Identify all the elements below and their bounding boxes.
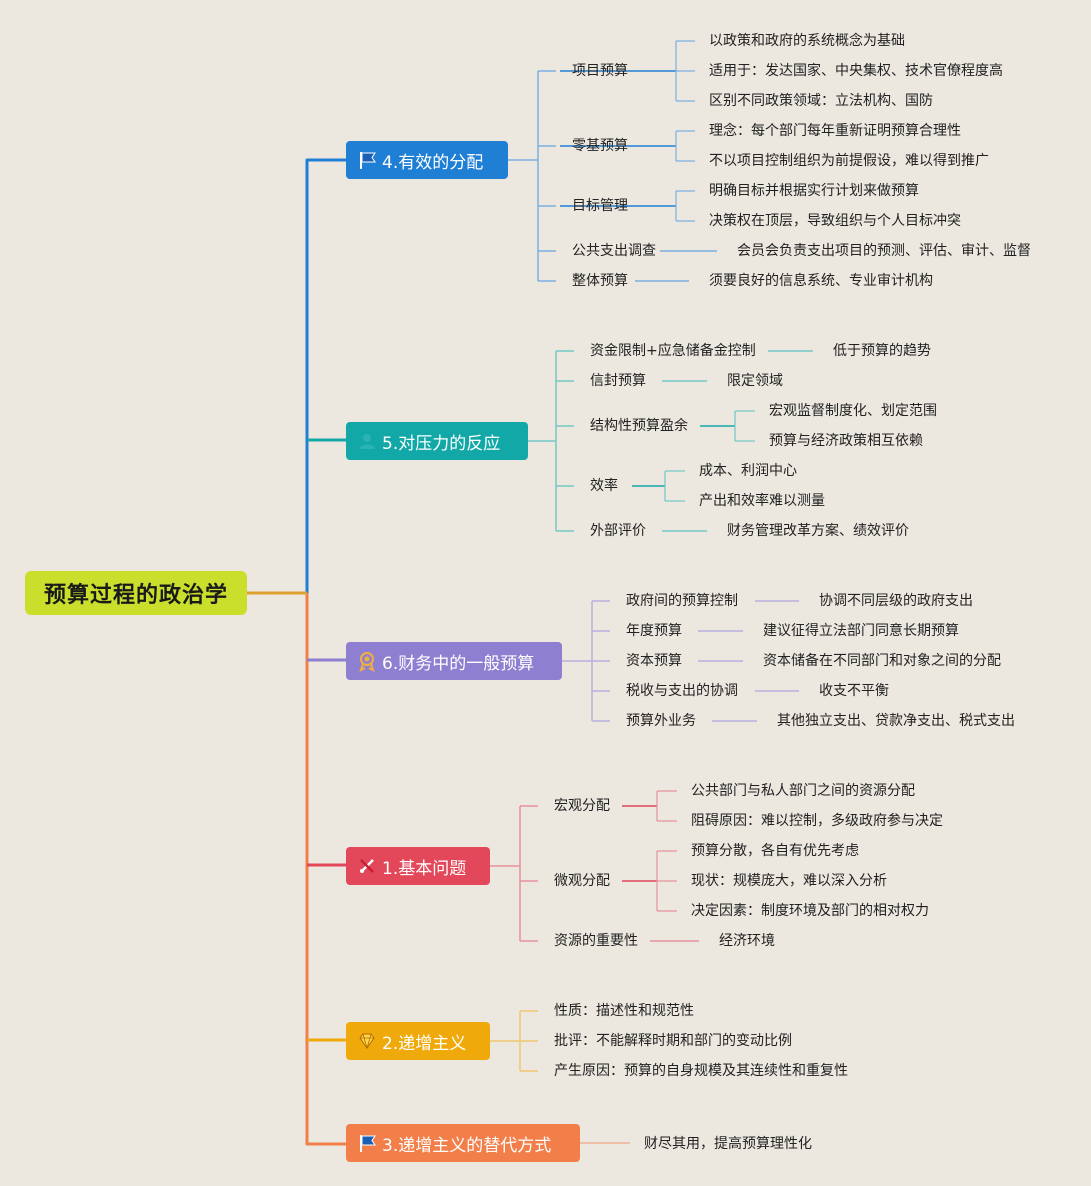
leaf-topic[interactable]: 预算与经济政策相互依赖 (769, 433, 923, 449)
child-topic[interactable]: 预算外业务 (626, 713, 696, 729)
leaf-topic[interactable]: 理念：每个部门每年重新证明预算合理性 (709, 123, 961, 139)
child-topic[interactable]: 信封预算 (590, 373, 646, 389)
leaf-topic[interactable]: 现状：规模庞大，难以深入分析 (691, 873, 887, 889)
child-topic[interactable]: 微观分配 (554, 873, 610, 889)
child-topic[interactable]: 产生原因：预算的自身规模及其连续性和重复性 (554, 1063, 848, 1079)
child-topic[interactable]: 公共支出调查 (572, 243, 656, 259)
leaf-topic[interactable]: 须要良好的信息系统、专业审计机构 (709, 273, 933, 289)
child-topic[interactable]: 资金限制+应急储备金控制 (590, 343, 756, 359)
leaf-topic[interactable]: 以政策和政府的系统概念为基础 (709, 33, 905, 49)
leaf-topic[interactable]: 会员会负责支出项目的预测、评估、审计、监督 (737, 243, 1031, 259)
diamond-icon (356, 1030, 378, 1052)
child-topic[interactable]: 年度预算 (626, 623, 682, 639)
child-topic[interactable]: 效率 (590, 478, 618, 494)
flag-icon (356, 1132, 378, 1154)
leaf-topic[interactable]: 成本、利润中心 (699, 463, 797, 479)
leaf-topic[interactable]: 收支不平衡 (819, 683, 889, 699)
leaf-topic[interactable]: 决策权在顶层，导致组织与个人目标冲突 (709, 213, 961, 229)
branch-b6[interactable]: 6.财务中的一般预算 (346, 642, 562, 680)
child-topic[interactable]: 零基预算 (572, 138, 628, 154)
leaf-topic[interactable]: 决定因素：制度环境及部门的相对权力 (691, 903, 929, 919)
leaf-topic[interactable]: 限定领域 (727, 373, 783, 389)
child-topic[interactable]: 目标管理 (572, 198, 628, 214)
leaf-topic[interactable]: 低于预算的趋势 (833, 343, 931, 359)
branch-label: 2.递增主义 (382, 1033, 467, 1054)
child-topic[interactable]: 结构性预算盈余 (590, 418, 688, 434)
child-topic[interactable]: 财尽其用，提高预算理性化 (644, 1136, 812, 1152)
branch-label: 6.财务中的一般预算 (382, 653, 535, 674)
medal-icon (356, 650, 378, 672)
branch-b2[interactable]: 2.递增主义 (346, 1022, 490, 1060)
child-topic[interactable]: 资源的重要性 (554, 933, 638, 949)
flag-icon (356, 149, 378, 171)
leaf-topic[interactable]: 建议征得立法部门同意长期预算 (763, 623, 959, 639)
leaf-topic[interactable]: 适用于：发达国家、中央集权、技术官僚程度高 (709, 63, 1003, 79)
branch-label: 3.递增主义的替代方式 (382, 1135, 552, 1156)
leaf-topic[interactable]: 预算分散，各自有优先考虑 (691, 843, 859, 859)
branch-label: 1.基本问题 (382, 858, 467, 879)
child-topic[interactable]: 宏观分配 (554, 798, 610, 814)
connector-trunk-lower (247, 591, 346, 1146)
leaf-topic[interactable]: 宏观监督制度化、划定范围 (769, 403, 937, 419)
branch-b4[interactable]: 4.有效的分配 (346, 141, 508, 179)
child-topic[interactable]: 整体预算 (572, 273, 628, 289)
leaf-topic[interactable]: 区别不同政策领域：立法机构、国防 (709, 93, 933, 109)
branch-b1[interactable]: 1.基本问题 (346, 847, 490, 885)
user-icon (356, 430, 378, 452)
leaf-topic[interactable]: 产出和效率难以测量 (699, 493, 825, 509)
child-topic[interactable]: 批评：不能解释时期和部门的变动比例 (554, 1033, 792, 1049)
leaf-topic[interactable]: 明确目标并根据实行计划来做预算 (709, 183, 919, 199)
leaf-topic[interactable]: 财务管理改革方案、绩效评价 (727, 523, 909, 539)
child-topic[interactable]: 项目预算 (572, 63, 628, 79)
branch-label: 4.有效的分配 (382, 152, 484, 173)
leaf-topic[interactable]: 资本储备在不同部门和对象之间的分配 (763, 653, 1001, 669)
child-topic[interactable]: 性质：描述性和规范性 (554, 1003, 694, 1019)
leaf-topic[interactable]: 协调不同层级的政府支出 (819, 593, 973, 609)
child-topic[interactable]: 税收与支出的协调 (626, 683, 738, 699)
child-topic[interactable]: 外部评价 (590, 523, 646, 539)
branch-b5[interactable]: 5.对压力的反应 (346, 422, 528, 460)
branch-b3[interactable]: 3.递增主义的替代方式 (346, 1124, 580, 1162)
child-topic[interactable]: 政府间的预算控制 (626, 593, 738, 609)
child-topic[interactable]: 资本预算 (626, 653, 682, 669)
leaf-topic[interactable]: 经济环境 (719, 933, 775, 949)
tools-icon (356, 855, 378, 877)
branch-label: 5.对压力的反应 (382, 433, 501, 454)
leaf-topic[interactable]: 公共部门与私人部门之间的资源分配 (691, 783, 915, 799)
connector-trunk-upper (305, 158, 346, 593)
root-topic[interactable]: 预算过程的政治学 (25, 571, 247, 615)
leaf-topic[interactable]: 不以项目控制组织为前提假设，难以得到推广 (709, 153, 989, 169)
leaf-topic[interactable]: 阻碍原因：难以控制，多级政府参与决定 (691, 813, 943, 829)
leaf-topic[interactable]: 其他独立支出、贷款净支出、税式支出 (777, 713, 1015, 729)
